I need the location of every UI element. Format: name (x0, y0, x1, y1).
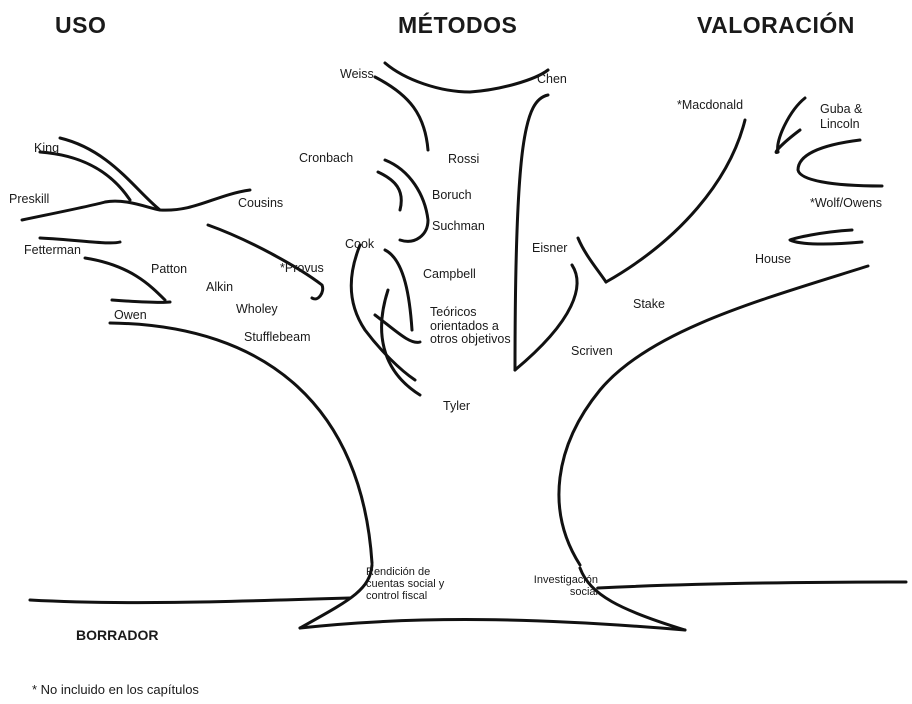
label-macdonald: *Macdonald (677, 98, 743, 112)
label-alkin: Alkin (206, 280, 233, 294)
uso-branch-main (60, 138, 250, 210)
label-provus: *Provus (280, 261, 324, 275)
heading-valoracion: VALORACIÓN (697, 12, 855, 39)
draft-watermark: BORRADOR (76, 627, 158, 643)
label-fetterman: Fetterman (24, 243, 81, 257)
label-wolf-owens: *Wolf/Owens (810, 196, 882, 210)
label-tyler: Tyler (443, 399, 470, 413)
metodos-weiss-branch (375, 77, 428, 150)
label-campbell: Campbell (423, 267, 476, 281)
metodos-chen-trunk (515, 95, 548, 370)
metodos-boruch-branch (378, 172, 401, 210)
uso-branch-king (40, 152, 130, 200)
trunk-base-left (300, 565, 372, 628)
trunk-right-edge (559, 266, 868, 565)
label-weiss: Weiss (340, 67, 374, 81)
label-king: King (34, 141, 59, 155)
label-owen: Owen (114, 308, 147, 322)
uso-branch-owen (112, 300, 170, 302)
label-eisner: Eisner (532, 241, 567, 255)
label-cook: Cook (345, 237, 374, 251)
root-investigacion: Investigación social (508, 574, 598, 598)
heading-uso: USO (55, 12, 106, 39)
root-rendicion: Rendición de cuentas social y control fi… (366, 566, 462, 602)
label-cronbach: Cronbach (299, 151, 353, 165)
label-teoricos: Teóricos orientados a otros objetivos (430, 306, 512, 347)
metodos-top-left (385, 63, 548, 92)
trunk-left-edge (110, 323, 372, 563)
label-chen: Chen (537, 72, 567, 86)
label-house: House (755, 252, 791, 266)
label-patton: Patton (151, 262, 187, 276)
label-suchman: Suchman (432, 219, 485, 233)
label-wholey: Wholey (236, 302, 278, 316)
heading-metodos: MÉTODOS (398, 12, 517, 39)
metodos-cronbach-branch (385, 160, 428, 241)
trunk-base-bottom (300, 620, 685, 630)
label-guba-lincoln: Guba & Lincoln (820, 102, 880, 132)
ground-line-left (30, 598, 350, 603)
label-scriven: Scriven (571, 344, 613, 358)
label-preskill: Preskill (9, 192, 49, 206)
label-cousins: Cousins (238, 196, 283, 210)
footnote: * No incluido en los capítulos (32, 682, 199, 697)
valoracion-macdonald-branch (606, 120, 745, 282)
label-boruch: Boruch (432, 188, 472, 202)
label-stake: Stake (633, 297, 665, 311)
ground-line-right (598, 582, 906, 588)
valoracion-house-branch (790, 230, 862, 244)
valoracion-eisner-branch (578, 238, 606, 282)
valoracion-wolf-branch (798, 140, 882, 186)
label-rossi: Rossi (448, 152, 479, 166)
label-stufflebeam: Stufflebeam (244, 330, 310, 344)
valoracion-scriven-branch (515, 265, 577, 370)
